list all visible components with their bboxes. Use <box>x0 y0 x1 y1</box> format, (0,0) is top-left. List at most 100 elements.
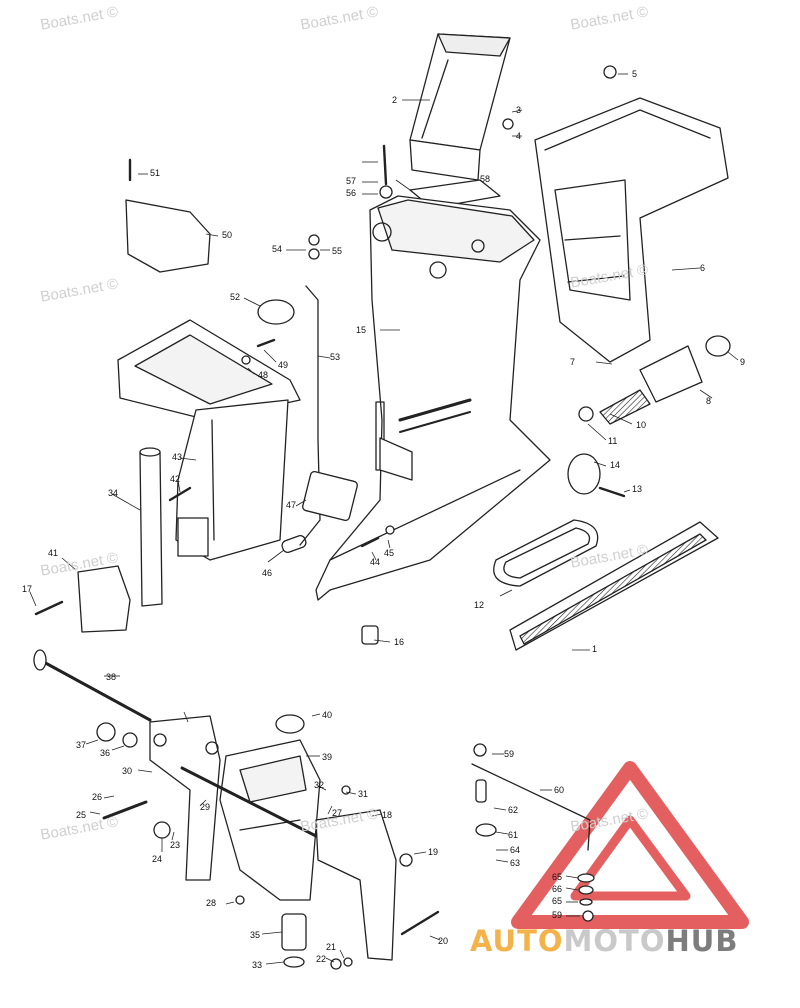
logo: AUTOMOTOHUB <box>470 924 738 958</box>
clamp-bracket-right <box>315 809 397 961</box>
part-number-label: 17 <box>22 584 32 594</box>
part-number-label: 48 <box>258 370 268 380</box>
part-number-label: 24 <box>152 854 162 864</box>
trim-strip <box>509 521 719 651</box>
part-number-label: 62 <box>508 805 518 815</box>
mount-14 <box>567 453 601 495</box>
bottom-cowl-cover <box>534 97 729 363</box>
part-number-label: 56 <box>346 188 356 198</box>
cross-bolt <box>180 766 318 838</box>
leader-lines <box>29 73 739 965</box>
part-number-label: 19 <box>428 847 438 857</box>
part-number-label: 30 <box>122 766 132 776</box>
exhaust-tube <box>409 33 511 181</box>
part-number-label: 15 <box>356 325 366 335</box>
part-number-label: 20 <box>438 936 448 946</box>
part-number-label: 66 <box>552 884 562 894</box>
swivel-bracket <box>219 739 321 901</box>
tube <box>139 451 163 607</box>
part-number-label: 47 <box>286 500 296 510</box>
part-number-label: 13 <box>632 484 642 494</box>
fasteners <box>96 65 617 970</box>
driveshaft-housing <box>315 195 551 601</box>
cover-plate <box>125 199 211 273</box>
part-number-label: 34 <box>108 488 118 498</box>
part-number-label: 22 <box>316 954 326 964</box>
part-number-label: 3 <box>516 105 521 115</box>
bolt-17 <box>34 600 64 616</box>
plug-16 <box>361 625 379 645</box>
part-number-label: 21 <box>326 942 336 952</box>
part-number-label: 12 <box>474 600 484 610</box>
part-number-label: 26 <box>92 792 102 802</box>
part-number-label: 9 <box>740 357 745 367</box>
logo-text-moto: MOTO <box>563 924 666 958</box>
part-number-label: 25 <box>76 810 86 820</box>
grommet-52 <box>257 299 295 325</box>
part-number-label: 8 <box>706 396 711 406</box>
washer-33 <box>283 956 305 968</box>
upper-mount <box>117 319 301 561</box>
part-number-label: 51 <box>150 168 160 178</box>
part-number-label: 33 <box>252 960 262 970</box>
part-number-label: 53 <box>330 352 340 362</box>
part-number-label: 54 <box>272 244 282 254</box>
logo-text-hub: HUB <box>665 924 739 958</box>
logo-triangle <box>511 761 749 929</box>
part-number-label: 11 <box>608 436 617 446</box>
part-number-label: 6 <box>700 263 705 273</box>
part-number-label: 10 <box>636 420 646 430</box>
part-number-label: 45 <box>384 548 394 558</box>
part-number-label: 31 <box>358 789 368 799</box>
part-number-label: 23 <box>170 840 180 850</box>
bolt-25 <box>102 800 148 820</box>
part-number-label: 58 <box>480 174 490 184</box>
part-number-label: 64 <box>510 845 520 855</box>
part-callouts: 1234567891011121314151617181920212223242… <box>22 69 745 970</box>
part-number-label: 38 <box>106 672 116 682</box>
part-number-label: 36 <box>100 748 110 758</box>
plate-47 <box>302 470 358 522</box>
washer-40 <box>275 714 305 734</box>
bracket-41 <box>77 565 131 633</box>
part-number-label: 63 <box>510 858 520 868</box>
part-number-label: 4 <box>516 131 521 141</box>
clamp-bracket-left <box>149 715 221 881</box>
part-number-label: 32 <box>314 780 324 790</box>
part-number-label: 55 <box>332 246 342 256</box>
part-number-label: 59 <box>504 749 514 759</box>
part-number-label: 1 <box>592 644 597 654</box>
part-number-label: 44 <box>370 557 380 567</box>
long-bolt <box>33 649 152 722</box>
part-number-label: 18 <box>382 810 392 820</box>
part-number-label: 14 <box>610 460 620 470</box>
part-number-label: 52 <box>230 292 240 302</box>
part-number-label: 43 <box>172 452 182 462</box>
part-number-label: 40 <box>322 710 332 720</box>
part-number-label: 42 <box>170 474 180 484</box>
part-number-label: 59 <box>552 910 562 920</box>
part-number-label: 65 <box>552 896 562 906</box>
part-number-label: 41 <box>48 548 58 558</box>
pin-46 <box>281 535 307 553</box>
bolt-20 <box>400 910 440 936</box>
part-number-label: 60 <box>554 785 564 795</box>
part-number-label: 46 <box>262 568 272 578</box>
part-number-label: 50 <box>222 230 232 240</box>
part-number-label: 16 <box>394 637 404 647</box>
part-number-label: 61 <box>508 830 518 840</box>
seal-ring <box>493 519 599 587</box>
part-number-label: 28 <box>206 898 216 908</box>
bushing-35 <box>281 913 307 951</box>
part-number-label: 57 <box>346 176 356 186</box>
logo-text-auto: AUTO <box>470 924 564 958</box>
part-number-label: 37 <box>76 740 86 750</box>
shift-rod <box>299 285 321 546</box>
part-number-label: 49 <box>278 360 288 370</box>
part-number-label: 35 <box>250 930 260 940</box>
part-number-label: 5 <box>632 69 637 79</box>
part-number-label: 39 <box>322 752 332 762</box>
part-number-label: 29 <box>200 802 210 812</box>
part-number-label: 65 <box>552 872 562 882</box>
